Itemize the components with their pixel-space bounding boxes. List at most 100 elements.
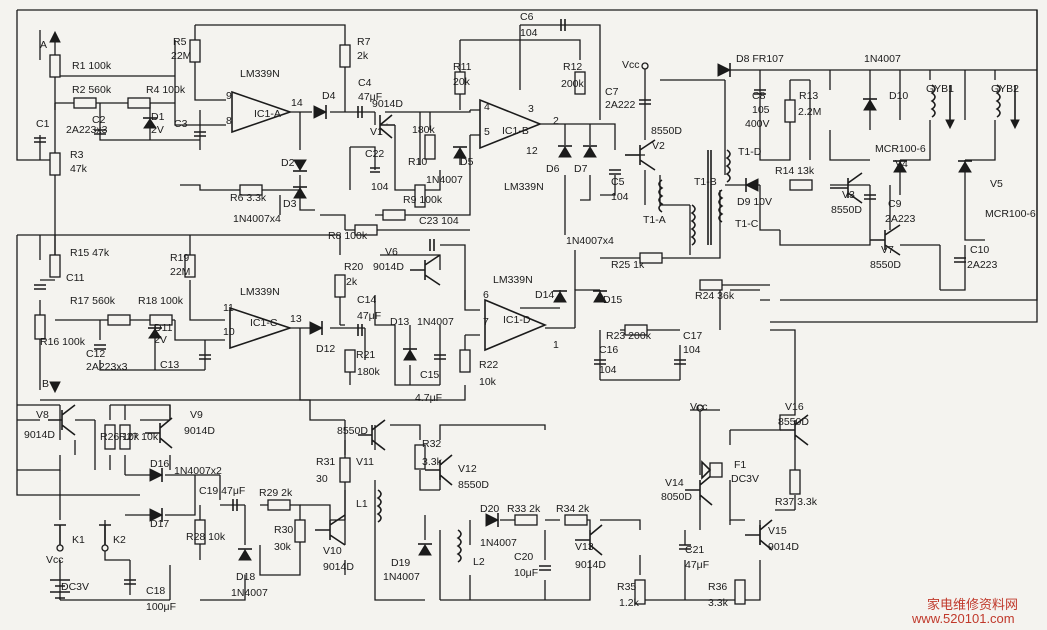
component-label: IC1-C — [250, 317, 278, 329]
component-label: R1 100k — [72, 60, 112, 72]
component-label: R33 2k — [507, 503, 541, 515]
component-label: D4 — [322, 90, 336, 102]
component-label: C11 — [66, 272, 85, 284]
component-label: LM339N — [504, 181, 544, 193]
component-label: 2A222 — [605, 99, 636, 111]
component-label: R9 100k — [403, 194, 443, 206]
component-label: R3 — [70, 149, 84, 161]
component-label: R30 — [274, 524, 293, 536]
component-label: C17 — [683, 330, 702, 342]
component-label: Vcc — [622, 59, 640, 71]
component-label: D19 — [391, 557, 410, 569]
component-label: R37 3.3k — [775, 496, 818, 508]
transformer-and-coils — [49, 30, 1020, 563]
component-label: 47μF — [357, 310, 381, 322]
component-label: R21 — [356, 349, 375, 361]
component-label: 2V — [151, 124, 164, 136]
component-label: 200k — [561, 78, 585, 90]
component-label: C7 — [605, 86, 619, 98]
component-label: C4 — [358, 77, 372, 89]
component-label: D14 — [535, 289, 554, 301]
component-label: V4 — [895, 158, 908, 170]
component-label: 11 — [223, 302, 234, 314]
component-label: 2A223x3 — [86, 361, 128, 373]
component-label: A — [40, 39, 47, 51]
component-label: C1 — [36, 118, 50, 130]
component-label: D15 — [603, 294, 622, 306]
component-label: 20k — [453, 76, 471, 88]
component-label: R26 10k — [100, 431, 140, 443]
component-label: C16 — [599, 344, 618, 356]
component-label: V11 — [356, 456, 374, 468]
component-label: 1N4007 — [864, 53, 901, 65]
component-label: 4.7μF — [415, 392, 442, 404]
component-label: 1N4007 — [426, 174, 463, 186]
component-label: 2k — [357, 50, 369, 62]
component-label: 1 — [553, 339, 559, 351]
component-label: R23 200k — [606, 330, 652, 342]
component-label: 9 — [226, 90, 232, 102]
component-label: 4 — [484, 101, 490, 113]
component-label: V16 — [785, 401, 804, 413]
component-label: F1 — [734, 459, 746, 471]
component-label: 104 — [520, 27, 538, 39]
component-label: LM339N — [240, 68, 280, 80]
component-label: 47k — [70, 163, 88, 175]
comparators — [229, 90, 548, 352]
component-label: 13 — [290, 313, 302, 325]
component-label: R34 2k — [556, 503, 590, 515]
component-label: 9014D — [323, 561, 354, 573]
component-label: 180k — [412, 124, 436, 136]
component-label: 1.2k — [619, 597, 640, 609]
component-label: D20 — [480, 503, 499, 515]
component-label: 2k — [346, 276, 358, 288]
component-label: V10 — [323, 545, 342, 557]
component-label: 8550D — [651, 125, 682, 137]
component-label: V9 — [190, 409, 203, 421]
component-label: C22 — [365, 148, 384, 160]
component-label: 9014D — [372, 98, 403, 110]
component-label: D17 — [150, 518, 169, 530]
component-label: K2 — [113, 534, 126, 546]
component-label: D13 — [390, 316, 409, 328]
component-label: R25 1k — [611, 259, 645, 271]
component-label: 8550D — [870, 259, 901, 271]
component-label: C3 — [174, 118, 188, 130]
component-label: C21 — [685, 544, 704, 556]
component-label: 家电维修资料网 — [927, 597, 1018, 612]
component-label: C15 — [420, 369, 439, 381]
component-label: V2 — [652, 140, 665, 152]
component-label: 1N4007x4 — [233, 213, 281, 225]
component-label: R14 13k — [775, 165, 815, 177]
component-label: 8 — [226, 115, 232, 127]
component-label: MCR100-6 — [985, 208, 1036, 220]
component-label: 2.2M — [798, 106, 821, 118]
component-label: R8 100k — [328, 230, 368, 242]
component-label: 47μF — [358, 91, 382, 103]
component-label: C20 — [514, 551, 533, 563]
component-label: IC1-D — [503, 314, 531, 326]
component-label: DC3V — [731, 473, 759, 485]
component-label: D16 — [150, 458, 169, 470]
component-label: R22 — [479, 359, 498, 371]
component-label: T1-B — [694, 176, 717, 188]
component-label: 2A223 — [967, 259, 998, 271]
component-label: R19 — [170, 252, 189, 264]
component-label: V13 — [575, 541, 594, 553]
component-label: T1-C — [735, 218, 759, 230]
component-label: D12 — [316, 343, 335, 355]
component-label: 1N4007 — [480, 537, 517, 549]
component-label: LM339N — [240, 286, 280, 298]
component-label: L2 — [473, 556, 485, 568]
component-label: Vcc — [46, 554, 64, 566]
component-label: V3 — [842, 189, 855, 201]
component-label: R11 — [453, 61, 472, 73]
component-label: IC1-B — [502, 125, 529, 137]
component-label: C19 47μF — [199, 485, 245, 497]
component-label: 3.3k — [422, 456, 443, 468]
component-label: 47μF — [685, 559, 709, 571]
component-label: C12 — [86, 348, 105, 360]
component-label: R17 560k — [70, 295, 116, 307]
component-label: 2A223x3 — [66, 124, 108, 136]
